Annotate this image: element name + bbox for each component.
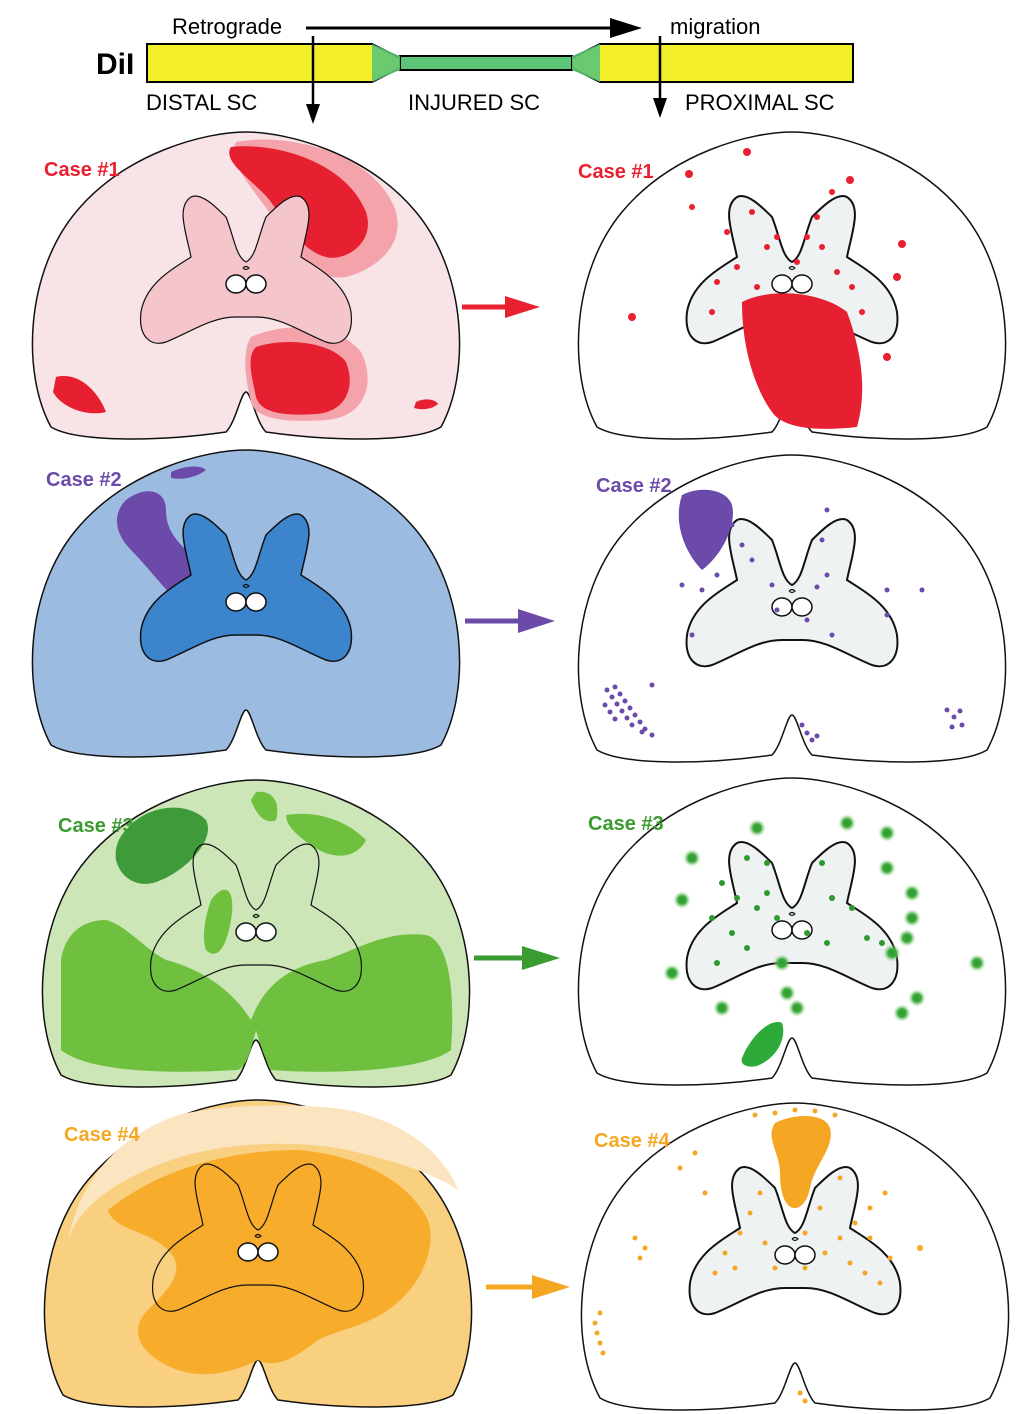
case-1-distal-section	[31, 131, 461, 440]
injured-cord-bar	[399, 55, 573, 71]
case-1-distal-label: Case #1	[44, 159, 120, 181]
distal-cord-bar	[146, 43, 401, 83]
case-1-proximal-label: Case #1	[578, 161, 654, 183]
dye-label: DiI	[96, 48, 134, 81]
case-3-distal-label: Case #3	[58, 815, 134, 837]
case-2-arrow	[465, 609, 555, 633]
case-3-distal-section	[41, 779, 471, 1088]
proximal-sc-label: PROXIMAL SC	[685, 90, 835, 115]
proximal-cord-bar	[571, 43, 854, 83]
case-4-arrow	[486, 1275, 570, 1299]
header-diagram: DiI Retrograde migration DISTAL SC INJUR…	[96, 14, 854, 124]
case-3-proximal-section	[577, 777, 1007, 1086]
migration-arrow-head	[610, 18, 642, 38]
migration-label: migration	[670, 14, 760, 39]
distal-sc-label: DISTAL SC	[146, 90, 257, 115]
case-4-distal-label: Case #4	[64, 1124, 140, 1146]
injured-sc-label: INJURED SC	[408, 90, 540, 115]
case-2-distal-section	[31, 449, 461, 758]
case-2-distal-label: Case #2	[46, 469, 122, 491]
case-2-proximal-section	[577, 454, 1007, 763]
case-1-arrow	[462, 296, 540, 318]
retrograde-label: Retrograde	[172, 14, 282, 39]
case-4-proximal-label: Case #4	[594, 1130, 670, 1152]
case-4-proximal-section	[580, 1102, 1010, 1411]
case-1-proximal-section	[577, 131, 1007, 440]
case-3-proximal-label: Case #3	[588, 813, 664, 835]
case-2-proximal-label: Case #2	[596, 475, 672, 497]
case-3-arrow	[474, 946, 560, 970]
case-4-distal-section	[43, 1099, 473, 1408]
